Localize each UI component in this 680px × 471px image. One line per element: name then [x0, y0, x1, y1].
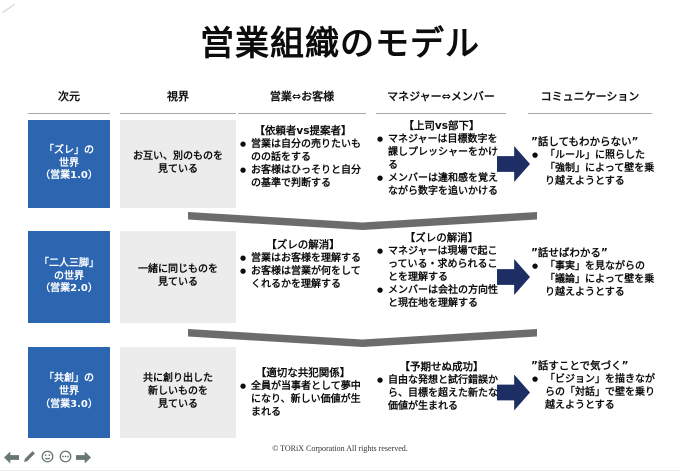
communication-cell: ”話すことで気づく” 「ビジョン」を描きながらの「対話」で壁を乗り越えようとする	[531, 347, 655, 438]
dimension-box: 「ズレ」の 世界 （営業1.0）	[28, 120, 110, 208]
view-box: 一緒に同じものを 見ている	[120, 231, 236, 323]
manager-member-cell: 【上司vs部下】 マネジャーは目標数字を課しプレッシャーをかける メンバーは違和…	[377, 120, 506, 208]
page-title: 営業組織のモデル	[200, 24, 480, 64]
cell-heading: 【ズレの解消】	[404, 232, 479, 244]
down-chevron-separator	[188, 212, 537, 230]
back-arrow-icon[interactable]	[4, 451, 19, 464]
face-icon[interactable]	[40, 449, 55, 464]
column-header-sales-customer: 営業⇔お客様	[238, 88, 366, 114]
communication-quote: ”話せばわかる”	[531, 247, 608, 259]
bullet-item: マネジャーは現場で起こっている・求められることを理解する	[377, 246, 506, 284]
bottom-toolbar	[4, 449, 91, 464]
sales-customer-cell: 【依頼者vs提案者】 営業は自分の売りたいものの話をする お客様はひっそりと自分…	[240, 120, 366, 208]
bullet-item: マネジャーは目標数字を課しプレッシャーをかける	[377, 134, 506, 172]
bullet-item: メンバーは違和感を覚えながら数字を追いかける	[377, 173, 506, 199]
communication-quote: ”話してもわからない”	[531, 136, 639, 148]
dimension-box: 「共創」の 世界 （営業3.0）	[28, 347, 110, 438]
bullet-item: 「ルール」に照らした「強制」によって壁を乗り越えようとする	[531, 150, 655, 188]
corner-mark	[2, 3, 15, 14]
bullet-item: 営業は自分の売りたいものの話をする	[240, 139, 366, 165]
cell-heading: 【依頼者vs提案者】	[254, 125, 352, 137]
cell-heading: 【上司vs部下】	[403, 120, 480, 132]
bullet-item: 自由な発想と試行錯誤から、目標を超えた新たな価値が生まれる	[377, 375, 506, 413]
bullet-item: 全員が当事者として夢中になり、新しい価値が生まれる	[240, 381, 366, 419]
down-chevron-separator	[188, 329, 537, 347]
dimension-box: 「二人三脚」 の世界 （営業2.0）	[28, 231, 110, 323]
table-row: 「二人三脚」 の世界 （営業2.0） 一緒に同じものを 見ている 【ズレの解消】…	[0, 231, 680, 323]
copyright-text: © TORiX Corporation All rights reserved.	[272, 444, 408, 453]
cell-heading: 【適切な共犯関係】	[255, 367, 351, 379]
bullet-item: 営業はお客様を理解する	[240, 253, 366, 266]
cell-heading: 【ズレの解消】	[266, 239, 340, 251]
manager-member-cell: 【ズレの解消】 マネジャーは現場で起こっている・求められることを理解する メンバ…	[377, 231, 506, 323]
communication-cell: ”話してもわからない” 「ルール」に照らした「強制」によって壁を乗り越えようとす…	[531, 120, 655, 208]
forward-arrow-icon[interactable]	[76, 451, 91, 464]
table-row: 「ズレ」の 世界 （営業1.0） お互い、別のものを 見ている 【依頼者vs提案…	[0, 120, 680, 208]
view-box: 共に創り出した 新しいものを 見ている	[120, 347, 236, 438]
column-header-communication: コミュニケーション	[528, 88, 652, 114]
cell-heading: 【予期せぬ成功】	[399, 361, 484, 373]
more-ellipsis-icon[interactable]	[58, 449, 73, 464]
table-row: 「共創」の 世界 （営業3.0） 共に創り出した 新しいものを 見ている 【適切…	[0, 347, 680, 438]
bullet-item: お客様はひっそりと自分の基準で判断する	[240, 165, 366, 191]
column-header-view: 視界	[120, 88, 236, 114]
communication-quote: ”話すことで気づく”	[531, 360, 629, 372]
column-header-manager-member: マネジャー⇔メンバー	[376, 88, 506, 114]
bullet-item: メンバーは会社の方向性と現在地を理解する	[377, 285, 506, 311]
view-box: お互い、別のものを 見ている	[120, 120, 236, 208]
communication-cell: ”話せばわかる” 「事実」を見ながらの「議論」によって壁を乗り越えようとする	[531, 231, 655, 323]
column-header-dimension: 次元	[28, 88, 110, 114]
pencil-icon[interactable]	[22, 449, 37, 464]
sales-customer-cell: 【ズレの解消】 営業はお客様を理解する お客様は営業が何をしてくれるかを理解する	[240, 231, 366, 323]
bullet-item: 「ビジョン」を描きながらの「対話」で壁を乗り越えようとする	[531, 374, 655, 412]
bullet-item: お客様は営業が何をしてくれるかを理解する	[240, 266, 366, 292]
sales-customer-cell: 【適切な共犯関係】 全員が当事者として夢中になり、新しい価値が生まれる	[240, 347, 366, 438]
manager-member-cell: 【予期せぬ成功】 自由な発想と試行錯誤から、目標を超えた新たな価値が生まれる	[377, 347, 506, 438]
bullet-item: 「事実」を見ながらの「議論」によって壁を乗り越えようとする	[531, 261, 655, 299]
